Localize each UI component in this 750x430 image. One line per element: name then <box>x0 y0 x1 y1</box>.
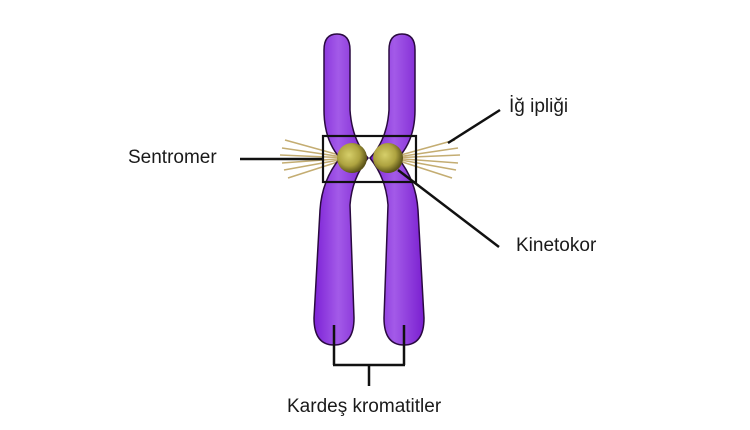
label-centromere: Sentromer <box>128 147 217 168</box>
kinetochore-pointer <box>397 169 500 248</box>
spindle-pointer <box>447 108 501 145</box>
kinetochore-right <box>373 143 403 173</box>
label-spindle-fiber: İğ ipliği <box>509 96 569 117</box>
sister-chromatid-bracket <box>332 325 406 386</box>
label-kinetochore: Kinetokor <box>516 235 597 256</box>
right-chromatid <box>369 33 425 346</box>
left-chromatid <box>313 33 369 346</box>
kinetochore-left <box>337 143 367 173</box>
label-sister-chromatids: Kardeş kromatitler <box>287 396 442 417</box>
